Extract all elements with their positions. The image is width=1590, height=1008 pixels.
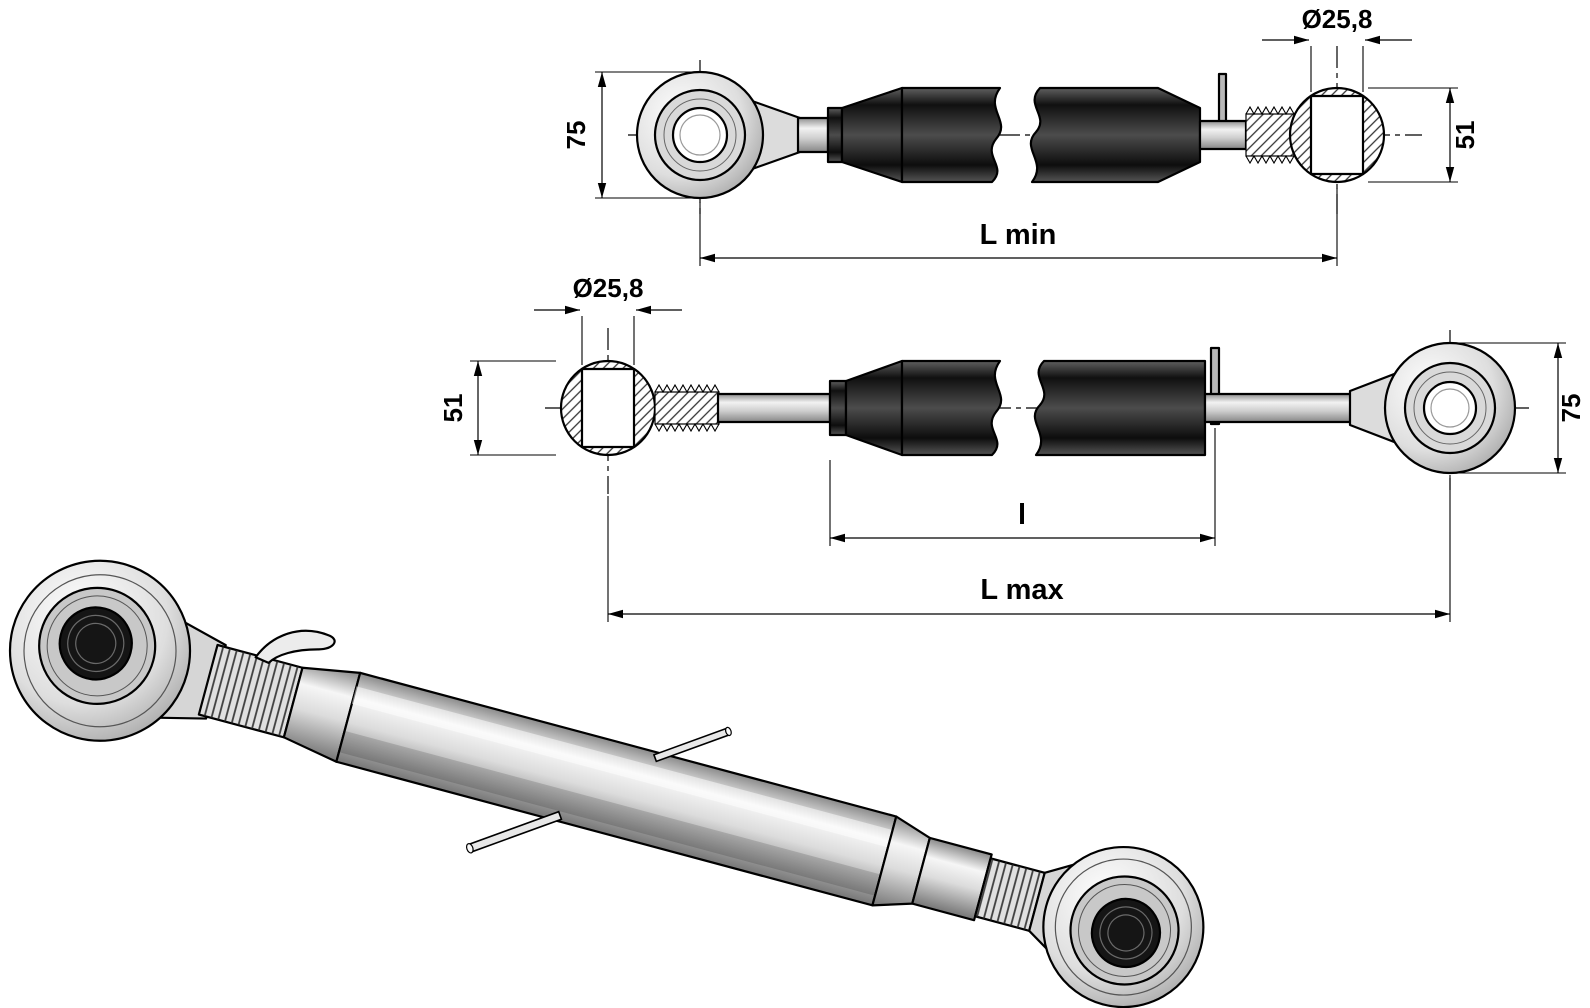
bore-right xyxy=(1090,897,1162,969)
shaft xyxy=(796,116,830,154)
eye-chamfer-right xyxy=(1054,858,1192,996)
side-view-extended: Ø25,8 51 75 l L max xyxy=(438,273,1586,622)
ball-seam-left xyxy=(46,595,148,697)
thread-teeth-bottom xyxy=(654,422,720,433)
lock-plate xyxy=(254,629,336,664)
top-view-compressed: 75 Ø25,8 51 L min xyxy=(561,4,1480,266)
bore-left xyxy=(58,606,133,681)
thread-teeth-top xyxy=(654,383,720,394)
ball-bore xyxy=(580,367,636,449)
bore-ring2-right xyxy=(1107,914,1145,952)
body-cone xyxy=(840,86,904,184)
tube-highlight xyxy=(351,686,893,848)
dim-label-eye-75: 75 xyxy=(1556,394,1586,423)
dimension-ball-51: 51 xyxy=(438,360,556,456)
dimension-eye-75: 75 xyxy=(1452,342,1586,474)
bore-ring-left xyxy=(67,614,125,673)
body-tube-left xyxy=(900,359,1003,457)
ball-seam xyxy=(663,98,737,172)
tommy-pin-lower xyxy=(465,810,563,854)
tube-shadow xyxy=(338,730,881,896)
eye-bore xyxy=(1422,380,1478,436)
eye-chamfer-left xyxy=(23,574,177,728)
bore-chamfer xyxy=(679,114,721,156)
dim-label-eye-75: 75 xyxy=(561,121,591,150)
dimension-tube-l: l xyxy=(829,428,1216,546)
body-tube-right xyxy=(1033,359,1207,457)
dim-label-ball-51: 51 xyxy=(438,394,468,423)
spindle-rod-right xyxy=(1203,392,1355,424)
body-cone xyxy=(844,359,904,457)
dim-label-ball-51: 51 xyxy=(1450,121,1480,150)
thread-teeth-top xyxy=(1245,105,1295,116)
isometric-view xyxy=(8,559,1205,1008)
dim-label-bore-25-8: Ø25,8 xyxy=(573,273,644,303)
bore-ring-right xyxy=(1099,906,1153,960)
dimension-bore-25-8: Ø25,8 xyxy=(1262,4,1412,92)
dim-label-l-max: L max xyxy=(980,574,1063,606)
dimension-l-max: L max xyxy=(607,475,1451,622)
thread-right-texture xyxy=(975,858,1045,931)
eye-bore xyxy=(671,106,729,164)
body-collar xyxy=(826,106,844,164)
thread-left-texture xyxy=(198,644,303,738)
ball-section xyxy=(1288,86,1386,184)
dim-label-bore-25-8: Ø25,8 xyxy=(1302,4,1373,34)
body-tube-left xyxy=(900,86,1003,184)
ball-bore xyxy=(1309,94,1365,176)
body-collar xyxy=(828,379,848,437)
dim-label-l-min: L min xyxy=(980,219,1057,251)
thread-section xyxy=(1245,105,1295,165)
dimension-l-min: L min xyxy=(699,188,1338,266)
spindle-rod xyxy=(1198,119,1248,151)
body-tube-right xyxy=(1029,86,1202,184)
ball-seam-right xyxy=(1078,883,1172,977)
tommy-pin-upper xyxy=(652,726,732,763)
ball-seam xyxy=(1413,371,1487,445)
roll-pin xyxy=(1217,72,1228,124)
dimension-ball-51: 51 xyxy=(1368,87,1480,183)
ball-section xyxy=(559,359,657,457)
dimension-eye-75: 75 xyxy=(561,71,695,199)
thread-teeth-bottom xyxy=(1245,154,1295,165)
roll-pin xyxy=(1209,346,1221,426)
dimension-bore-25-8: Ø25,8 xyxy=(534,273,682,365)
spindle-rod xyxy=(716,392,832,424)
thread-section xyxy=(654,383,720,433)
bore-chamfer xyxy=(1430,388,1470,428)
bore-ring2-left xyxy=(75,622,117,665)
dim-label-tube-l: l xyxy=(1018,499,1026,531)
